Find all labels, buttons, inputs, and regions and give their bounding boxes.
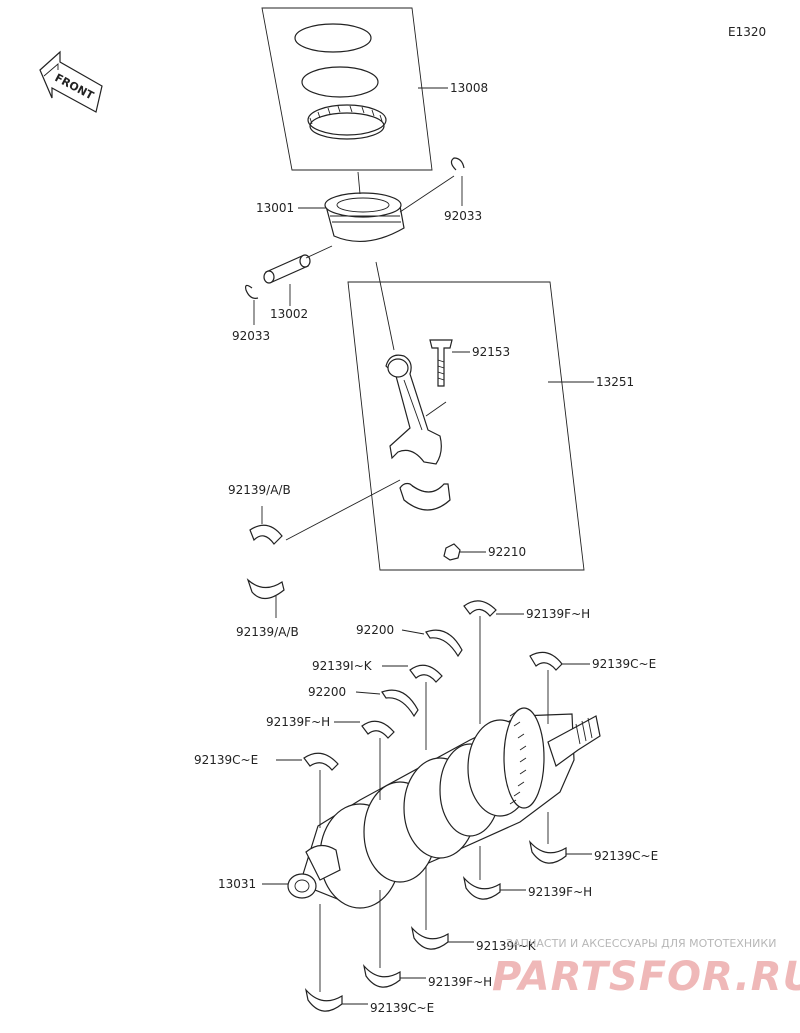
part-92139ce-2-label: 92139C~E [194, 753, 258, 767]
part-13002-label: 13002 [270, 307, 308, 321]
part-92139ab-top-label: 92139/A/B [228, 483, 291, 497]
part-92153-label: 92153 [472, 345, 510, 359]
conrod-bearing-upper: 92139/A/B [228, 479, 401, 545]
part-13001-label: 13001 [256, 201, 294, 215]
main-bearing-ce-3: 92139C~E [528, 812, 658, 864]
thrust-washer-2: 92200 [308, 685, 419, 718]
part-13251-label: 13251 [596, 375, 634, 389]
main-bearing-ce-2: 92139C~E [194, 752, 339, 828]
main-bearing-fh-1: 92139F~H [463, 600, 590, 724]
part-92139ce-1-label: 92139C~E [592, 657, 656, 671]
part-92210-label: 92210 [488, 545, 526, 559]
conrod-bearing-lower: 92139/A/B [236, 578, 299, 639]
main-bearing-fh-2: 92139F~H [266, 715, 395, 800]
part-92139fh-2-label: 92139F~H [266, 715, 330, 729]
watermark: ЗАПЧАСТИ И АКСЕССУАРЫ ДЛЯ МОТОТЕХНИКИ PA… [492, 937, 800, 1000]
part-92200-2-label: 92200 [308, 685, 346, 699]
main-bearing-ce-1: 92139C~E [529, 651, 656, 724]
part-92139ce-4-label: 92139C~E [370, 1001, 434, 1015]
piston-ring-set: 13008 [261, 7, 488, 171]
piston: 13001 [256, 171, 405, 242]
part-13008-label: 13008 [450, 81, 488, 95]
circlip-left: 92033 [232, 284, 270, 343]
part-92033-right-label: 92033 [444, 209, 482, 223]
main-bearing-ce-4: 92139C~E [304, 904, 434, 1015]
main-bearing-fh-3: 92139F~H [462, 846, 592, 900]
main-bearing-ik-1: 92139I~K [312, 659, 443, 750]
part-92139fh-1-label: 92139F~H [526, 607, 590, 621]
crankshaft: 13031 [218, 707, 601, 909]
part-92139ik-1-label: 92139I~K [312, 659, 373, 673]
main-bearing-fh-4: 92139F~H [362, 890, 492, 989]
part-92139fh-4-label: 92139F~H [428, 975, 492, 989]
part-92139fh-3-label: 92139F~H [528, 885, 592, 899]
piston-pin: 13002 [263, 245, 333, 321]
watermark-brand-logo: PARTSFOR.RU [492, 954, 800, 1000]
front-arrow-icon: FRONT [39, 50, 103, 113]
circlip-right: 92033 [399, 157, 482, 223]
part-92139ik-2-label: 92139I~K [476, 939, 537, 953]
watermark-caption: ЗАПЧАСТИ И АКСЕССУАРЫ ДЛЯ МОТОТЕХНИКИ [506, 937, 776, 950]
part-92139ab-bottom-label: 92139/A/B [236, 625, 299, 639]
part-92033-left-label: 92033 [232, 329, 270, 343]
main-bearing-ik-2: 92139I~K [410, 866, 537, 953]
part-13031-label: 13031 [218, 877, 256, 891]
thrust-washer-1: 92200 [356, 623, 463, 658]
connecting-rod-assy: 13251 92153 92210 [347, 261, 634, 571]
part-92200-1-label: 92200 [356, 623, 394, 637]
diagram-code: E1320 [728, 25, 766, 39]
part-92139ce-3-label: 92139C~E [594, 849, 658, 863]
